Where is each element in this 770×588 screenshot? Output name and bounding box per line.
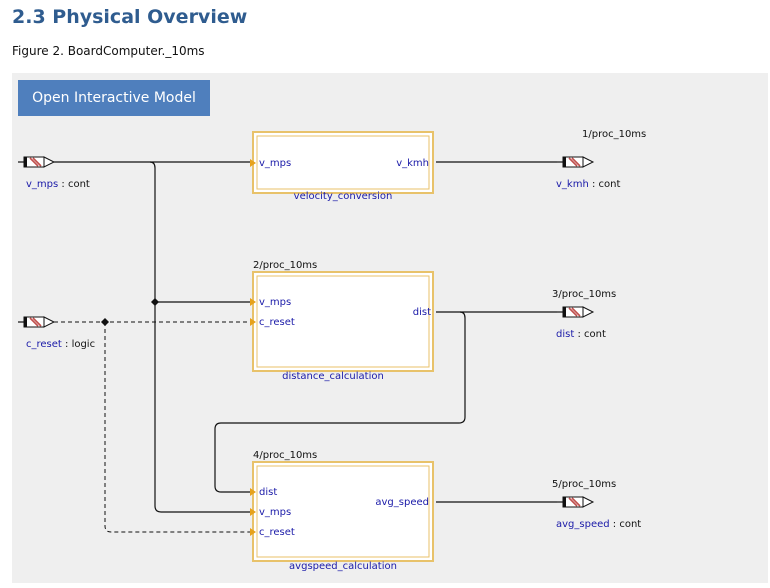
junction-dot bbox=[151, 298, 159, 306]
block-name: distance_calculation bbox=[282, 371, 384, 382]
wire-v-mps-branch bbox=[149, 161, 250, 513]
block-velocity-conversion[interactable]: v_mps v_kmh velocity_conversion bbox=[250, 131, 434, 202]
in-port-arrow bbox=[250, 508, 256, 516]
in-port-arrow bbox=[250, 318, 256, 326]
open-interactive-model-button[interactable]: Open Interactive Model bbox=[18, 80, 210, 116]
block-port-label: dist bbox=[413, 307, 431, 318]
input-connector-v-mps[interactable]: v_mps : cont bbox=[18, 156, 90, 190]
output-process-label: 3/proc_10ms bbox=[552, 289, 616, 300]
connections bbox=[54, 161, 557, 513]
block-name: velocity_conversion bbox=[294, 191, 393, 202]
block-process-label: 2/proc_10ms bbox=[253, 260, 317, 271]
output-connector-dist[interactable]: 3/proc_10ms dist : cont bbox=[552, 289, 616, 340]
in-port-arrow bbox=[250, 528, 256, 536]
input-label: c_reset : logic bbox=[26, 339, 95, 350]
in-port-arrow bbox=[250, 488, 256, 496]
block-port-label: v_mps bbox=[259, 158, 291, 169]
in-port-arrow bbox=[250, 159, 256, 167]
in-port-arrow bbox=[250, 298, 256, 306]
reset-connections bbox=[54, 321, 250, 533]
block-port-label: v_mps bbox=[259, 297, 291, 308]
output-label: dist : cont bbox=[556, 329, 606, 340]
wire-c-reset-branch bbox=[104, 322, 250, 533]
input-label: v_mps : cont bbox=[26, 179, 90, 190]
output-connector-v-kmh[interactable]: 1/proc_10ms v_kmh : cont bbox=[556, 129, 646, 190]
section-title: 2.3 Physical Overview bbox=[12, 6, 248, 28]
output-connector-avg-speed[interactable]: 5/proc_10ms avg_speed : cont bbox=[552, 479, 641, 530]
output-label: avg_speed : cont bbox=[556, 519, 641, 530]
block-avgspeed-calculation[interactable]: 4/proc_10ms dist v_mps c_reset avg_speed… bbox=[250, 450, 434, 572]
block-port-label: dist bbox=[259, 487, 277, 498]
wire-dist-feedback bbox=[214, 311, 466, 493]
output-label: v_kmh : cont bbox=[556, 179, 620, 190]
block-port-label: v_kmh bbox=[396, 158, 429, 169]
block-process-label: 4/proc_10ms bbox=[253, 450, 317, 461]
junction-dot bbox=[101, 318, 109, 326]
figure-caption: Figure 2. BoardComputer._10ms bbox=[12, 44, 205, 58]
block-port-label: avg_speed bbox=[375, 497, 429, 508]
block-port-label: c_reset bbox=[259, 527, 295, 538]
block-port-label: c_reset bbox=[259, 317, 295, 328]
block-name: avgspeed_calculation bbox=[289, 561, 397, 572]
input-connector-c-reset[interactable]: c_reset : logic bbox=[18, 316, 95, 350]
block-distance-calculation[interactable]: 2/proc_10ms v_mps c_reset dist distance_… bbox=[250, 260, 434, 382]
output-process-label: 5/proc_10ms bbox=[552, 479, 616, 490]
block-port-label: v_mps bbox=[259, 507, 291, 518]
output-process-label: 1/proc_10ms bbox=[582, 129, 646, 140]
